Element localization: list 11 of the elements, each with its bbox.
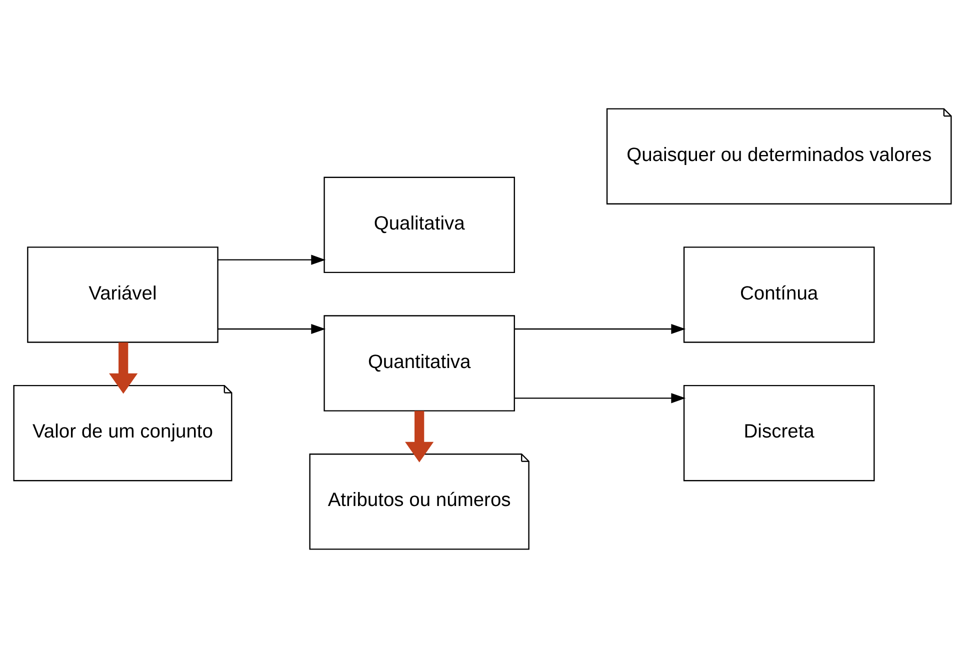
node-box: Variável xyxy=(27,246,218,342)
arrow xyxy=(514,392,686,403)
arrow xyxy=(109,342,138,394)
arrow xyxy=(218,254,326,264)
node-box: Discreta xyxy=(683,384,875,481)
node-box: Quantitativa xyxy=(324,314,515,411)
arrow xyxy=(514,323,686,334)
arrow xyxy=(218,323,326,334)
arrow xyxy=(405,410,434,462)
node-box: Qualitativa xyxy=(324,176,515,273)
node-box: Contínua xyxy=(683,246,875,342)
